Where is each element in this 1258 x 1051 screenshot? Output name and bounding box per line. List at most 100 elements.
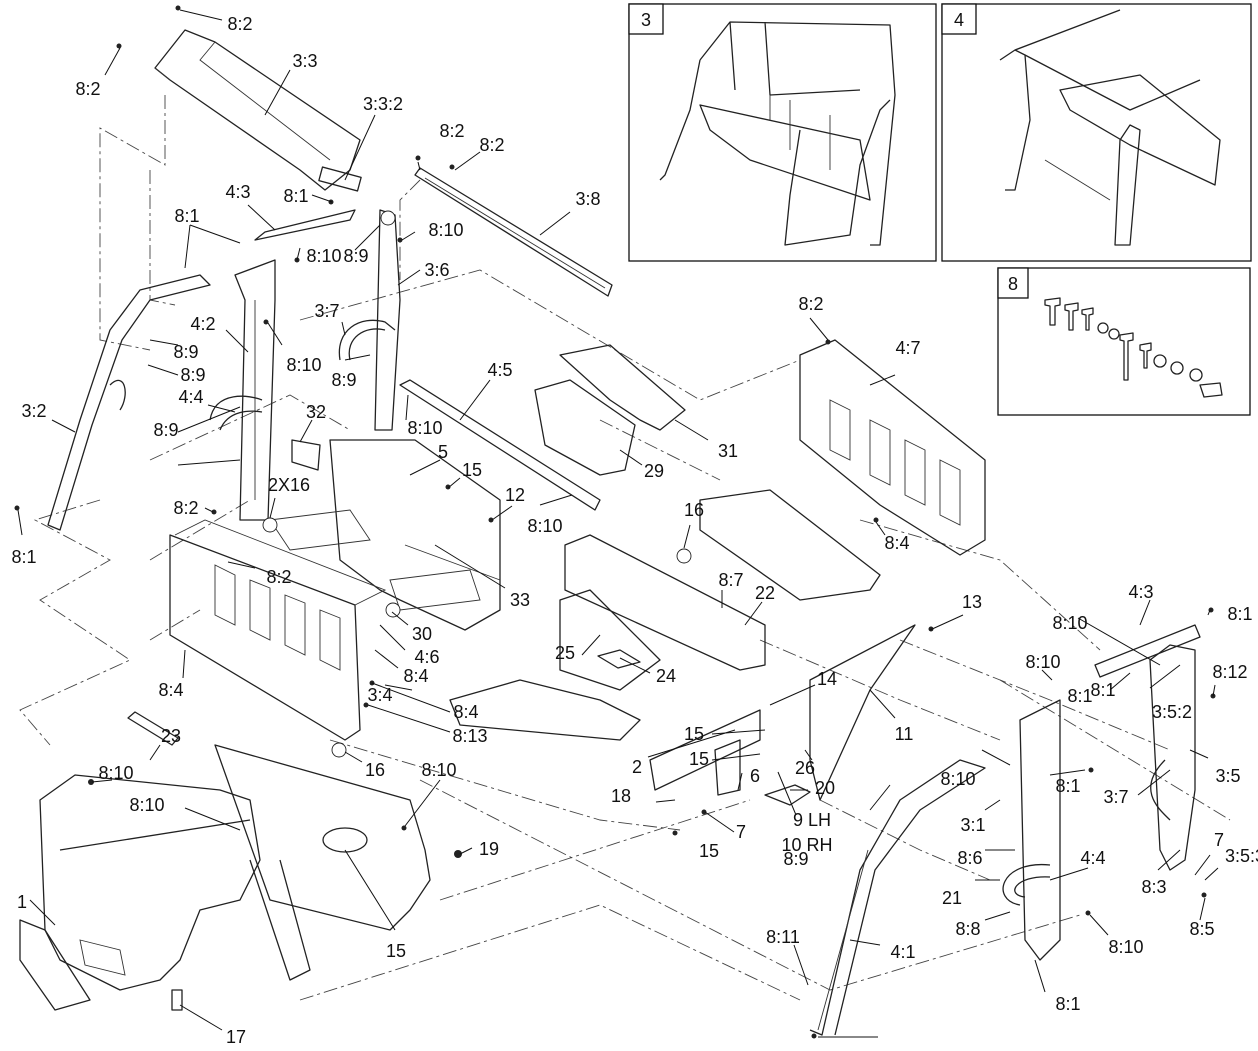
callout-label: 3:1 [960,815,985,835]
rear-frame-2 [449,489,881,796]
callout-label: 3:5:2 [1152,702,1192,722]
callout-label: 17 [226,1027,246,1047]
inset-box-4: 4 [941,3,1252,262]
callout-label: 4:2 [190,314,215,334]
callout-label: 8:6 [957,848,982,868]
panel-4-7 [799,339,986,556]
callout-label: 15 [386,941,406,961]
callout-label: 8:1 [11,547,36,567]
front-frame-1 [19,744,431,1011]
callout-label: 6 [750,766,760,786]
callout-labels: 8:2 8:2 3:3 3:3:2 8:2 8:2 3:8 8:1 4:3 8:… [11,14,1258,1047]
callout-label: 23 [161,726,181,746]
callout-label: 7 [1214,830,1224,850]
assembly-guide-lines [19,95,1231,1001]
callout-label: 8:10 [428,220,463,240]
callout-label: 32 [306,402,326,422]
callout-label: 8:10 [940,769,975,789]
hoop-3-1 [809,759,986,1036]
callout-label: 19 [479,839,499,859]
callout-label: 8:10 [306,246,341,266]
callout-label: 16 [684,500,704,520]
callout-label: 8:10 [1108,937,1143,957]
callout-label: 3:3:2 [363,94,403,114]
callout-label: 3:3 [292,51,317,71]
upright-3-5 [1149,644,1196,871]
callout-label: 31 [718,441,738,461]
callout-label: 8:7 [718,570,743,590]
callout-label: 8:1 [283,186,308,206]
callout-label: 8:2 [266,567,291,587]
callout-label: 8:1 [1090,680,1115,700]
callout-label: 8:10 [98,763,133,783]
callout-label: 8:4 [403,666,428,686]
handle-4-4-right [1002,863,1051,906]
callout-label: 8:9 [343,246,368,266]
callout-label: 20 [815,778,835,798]
callout-label: 8:1 [1055,994,1080,1014]
callout-label: 8:9 [783,849,808,869]
callout-label: 14 [817,669,837,689]
plate-24 [597,649,641,669]
callout-label: 8:2 [479,135,504,155]
callout-label: 10 RH [781,835,832,855]
callout-label: 8:9 [173,342,198,362]
callout-label: 8:11 [766,927,800,947]
callout-label: 8:1 [1067,686,1092,706]
callout-label: 4:5 [487,360,512,380]
pad-31 [559,344,686,431]
inset-box-8-number: 8 [1008,274,1018,294]
callout-label: 8:4 [158,680,183,700]
callout-label: 3:4 [367,685,392,705]
callout-label: 7 [736,822,746,842]
handle-4-4-left [209,395,263,431]
callout-label: 8:2 [439,121,464,141]
inset-3-rollcage-drawing [659,21,896,246]
callout-label: 4:4 [178,387,203,407]
callout-label: 8:10 [421,760,456,780]
callout-label: 11 [895,724,914,744]
tube-4-3-right [1094,624,1201,678]
callout-label: 8:1 [1055,776,1080,796]
callout-label: 8:2 [75,79,100,99]
upright-4-1 [1019,699,1061,961]
callout-label: 1 [17,892,27,912]
callout-label: 8:8 [955,919,980,939]
inset-box-4-number: 4 [954,10,964,30]
callout-label: 3:7 [1103,787,1128,807]
callout-label: 3:6 [424,260,449,280]
callout-label: 5 [438,442,448,462]
callout-label: 26 [795,758,815,778]
callout-label: 15 [684,724,704,744]
upright-3-6 [374,209,401,431]
callout-label: 8:4 [453,702,478,722]
callout-label: 2X16 [268,475,310,495]
callout-label: 30 [412,624,432,644]
tube-3-2 [47,274,211,531]
callout-label: 8:1 [174,206,199,226]
callout-label: 8:5 [1189,919,1214,939]
inset-4-frame-drawing [999,9,1221,246]
callout-label: 18 [611,786,631,806]
callout-label: 8:10 [129,795,164,815]
inset-box-8: 8 [997,267,1251,416]
callout-label: 8:9 [153,420,178,440]
tube-4-3-left [254,209,356,241]
callout-label: 8:1 [1227,604,1252,624]
callout-label: 24 [656,666,676,686]
callout-label: 13 [962,592,982,612]
callout-label: 15 [699,841,719,861]
callout-label: 4:4 [1080,848,1105,868]
inset-box-3-number: 3 [641,10,651,30]
callout-label: 16 [365,760,385,780]
callout-label: 21 [942,888,962,908]
cap-17 [171,989,183,1011]
inset-8-hardware-drawing [1044,297,1223,398]
callout-label: 33 [510,590,530,610]
plate-11 [809,624,916,801]
callout-label: 8:2 [227,14,252,34]
callout-label: 3:2 [21,401,46,421]
handle-3-7 [338,319,396,361]
callout-label: 9 LH [793,810,831,830]
